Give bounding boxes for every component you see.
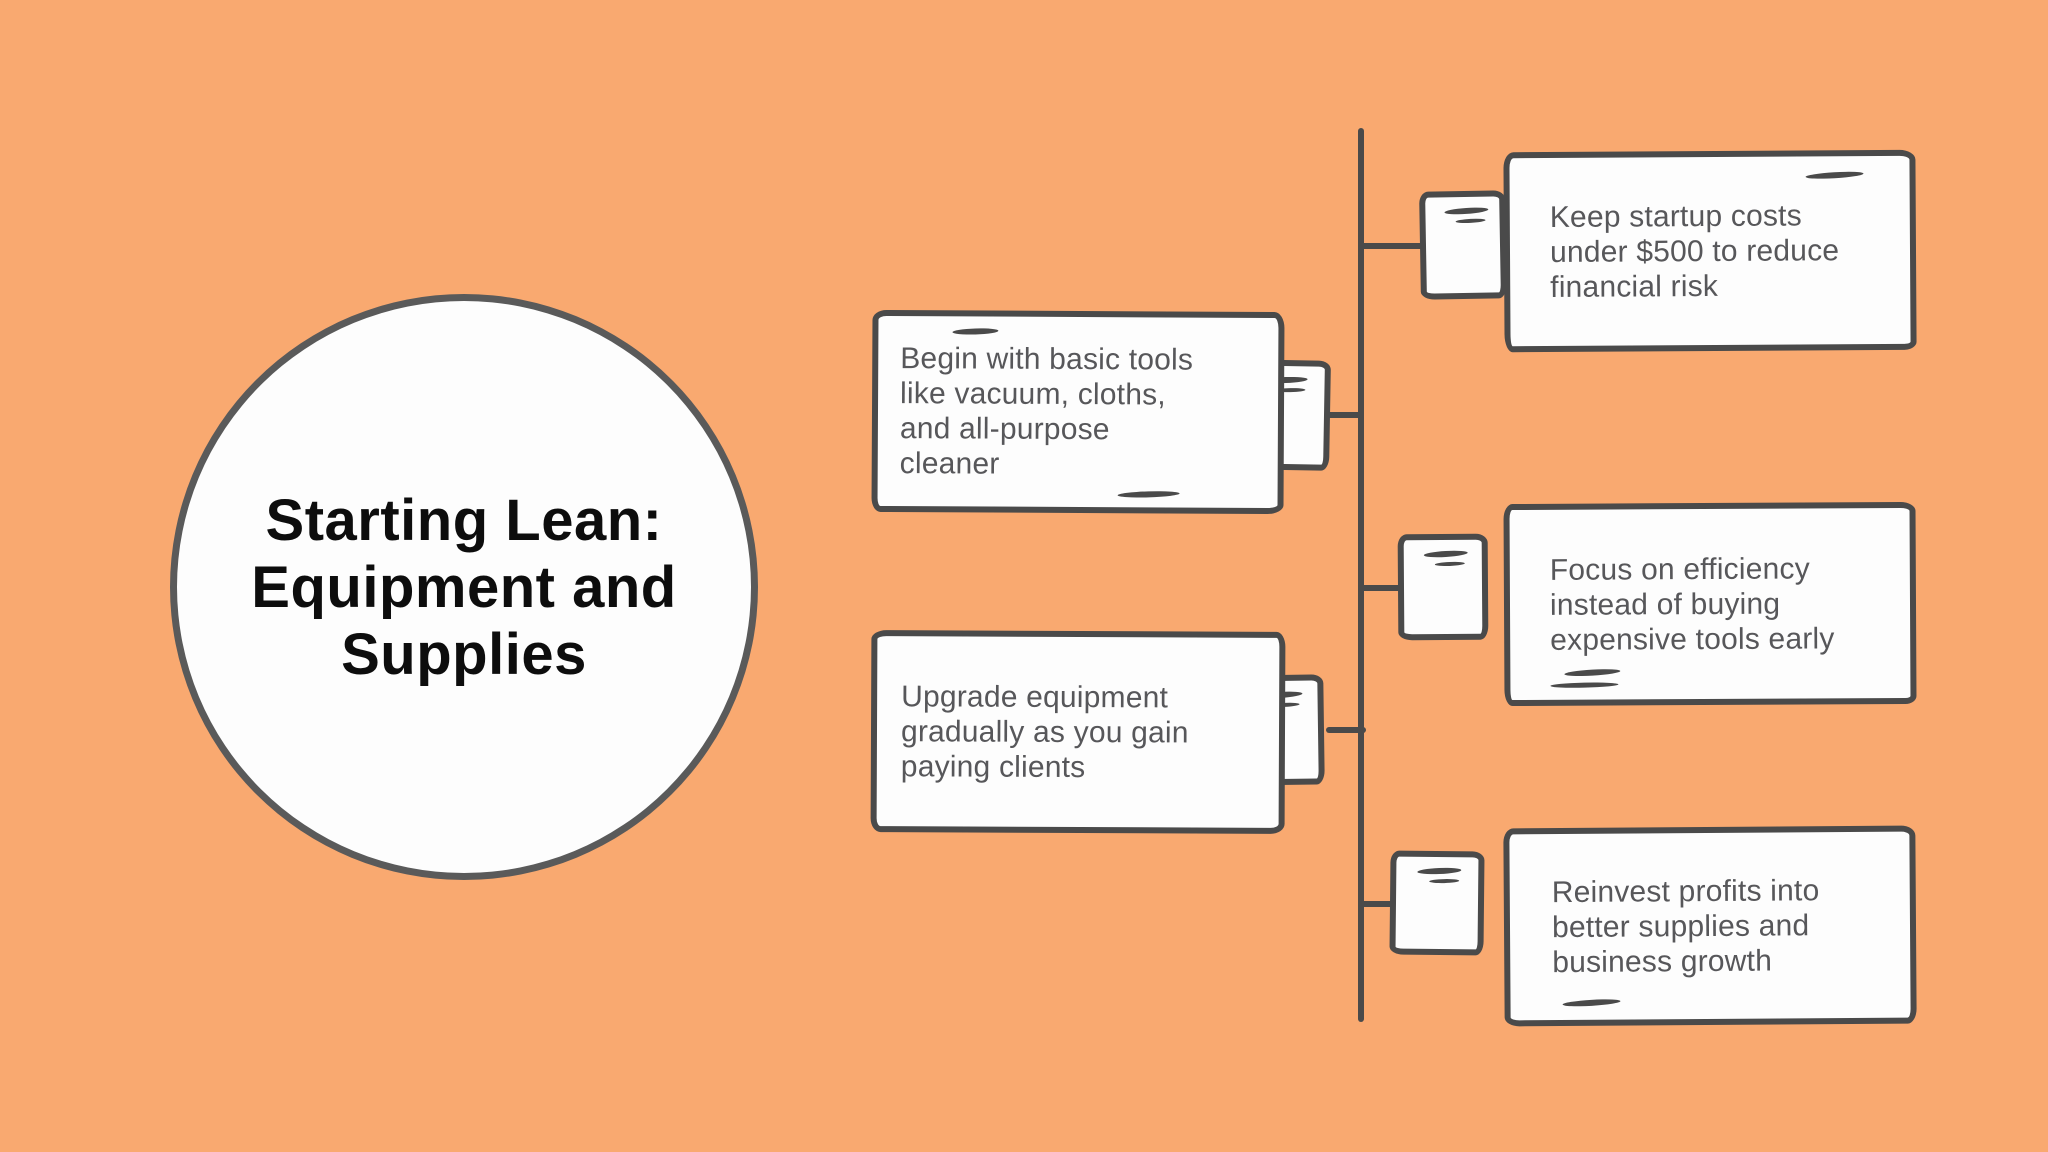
sketch-dash-icon	[1455, 218, 1486, 224]
branch-card-text: Keep startup costs under $500 to reduce …	[1550, 198, 1840, 305]
branch-card-text-line: Reinvest profits into	[1551, 873, 1820, 909]
branch-card-text-line: Keep startup costs	[1549, 198, 1802, 234]
central-topic-title-line: Supplies	[341, 621, 587, 687]
sketch-dash-icon	[1117, 490, 1180, 499]
branch-card-text-line: financial risk	[1550, 269, 1719, 304]
sketch-dash-icon	[1444, 206, 1489, 216]
branch-card-text-line: Focus on efficiency	[1549, 551, 1810, 587]
connector-node	[1419, 190, 1507, 300]
sketch-dash-icon	[1805, 170, 1864, 180]
branch-card-text: Upgrade equipment gradually as you gain …	[901, 679, 1189, 785]
branch-card-text-line: better supplies and	[1551, 908, 1810, 944]
branch-card-text-line: like vacuum, cloths,	[900, 377, 1166, 412]
branch-card-text-line: instead of buying	[1549, 587, 1781, 622]
sketch-dash-icon	[1434, 561, 1466, 567]
connector-line	[1326, 727, 1366, 733]
branch-card-text-line: Begin with basic tools	[900, 342, 1194, 377]
branch-card-upgrade-equipment: Upgrade equipment gradually as you gain …	[870, 630, 1286, 834]
sketch-dash-icon	[1428, 878, 1460, 884]
sketch-dash-icon	[952, 327, 999, 336]
branch-card-focus-efficiency: Focus on efficiency instead of buying ex…	[1503, 501, 1917, 707]
connector-node	[1397, 533, 1489, 641]
branch-card-text-line: paying clients	[900, 749, 1086, 784]
central-topic-title-line: Starting Lean:	[265, 487, 663, 553]
sketch-dash-icon	[1562, 998, 1621, 1008]
central-topic-title-line: Equipment and	[251, 554, 677, 620]
connector-line	[1326, 412, 1364, 418]
branch-card-text-line: Upgrade equipment	[901, 679, 1169, 714]
branch-card-text-line: cleaner	[899, 447, 1000, 481]
branch-card-begin-basic-tools: Begin with basic tools like vacuum, clot…	[871, 309, 1285, 515]
branch-card-text: Focus on efficiency instead of buying ex…	[1550, 551, 1835, 657]
central-topic-title: Starting Lean: Equipment and Supplies	[251, 487, 676, 688]
timeline-spine	[1358, 128, 1364, 1022]
central-topic-circle: Starting Lean: Equipment and Supplies	[170, 294, 758, 880]
sketch-dash-icon	[1423, 549, 1469, 559]
sketch-dash-icon	[1564, 668, 1621, 678]
branch-card-text: Reinvest profits into better supplies an…	[1552, 873, 1820, 980]
branch-card-text-line: under $500 to reduce	[1549, 233, 1840, 269]
connector-line	[1360, 901, 1396, 907]
connector-line	[1360, 585, 1406, 591]
branch-card-reinvest-profits: Reinvest profits into better supplies an…	[1503, 825, 1917, 1027]
connector-line	[1360, 243, 1426, 249]
branch-card-text-line: gradually as you gain	[900, 714, 1189, 749]
branch-card-text-line: expensive tools early	[1550, 621, 1835, 657]
sketch-dash-icon	[1417, 867, 1462, 875]
branch-card-text-line: business growth	[1552, 944, 1773, 979]
branch-card-text-line: and all-purpose	[899, 412, 1110, 447]
branch-card-keep-startup-costs: Keep startup costs under $500 to reduce …	[1503, 149, 1917, 353]
sketch-dash-icon	[1550, 681, 1619, 689]
connector-node	[1389, 850, 1485, 956]
branch-card-text: Begin with basic tools like vacuum, clot…	[900, 341, 1194, 483]
